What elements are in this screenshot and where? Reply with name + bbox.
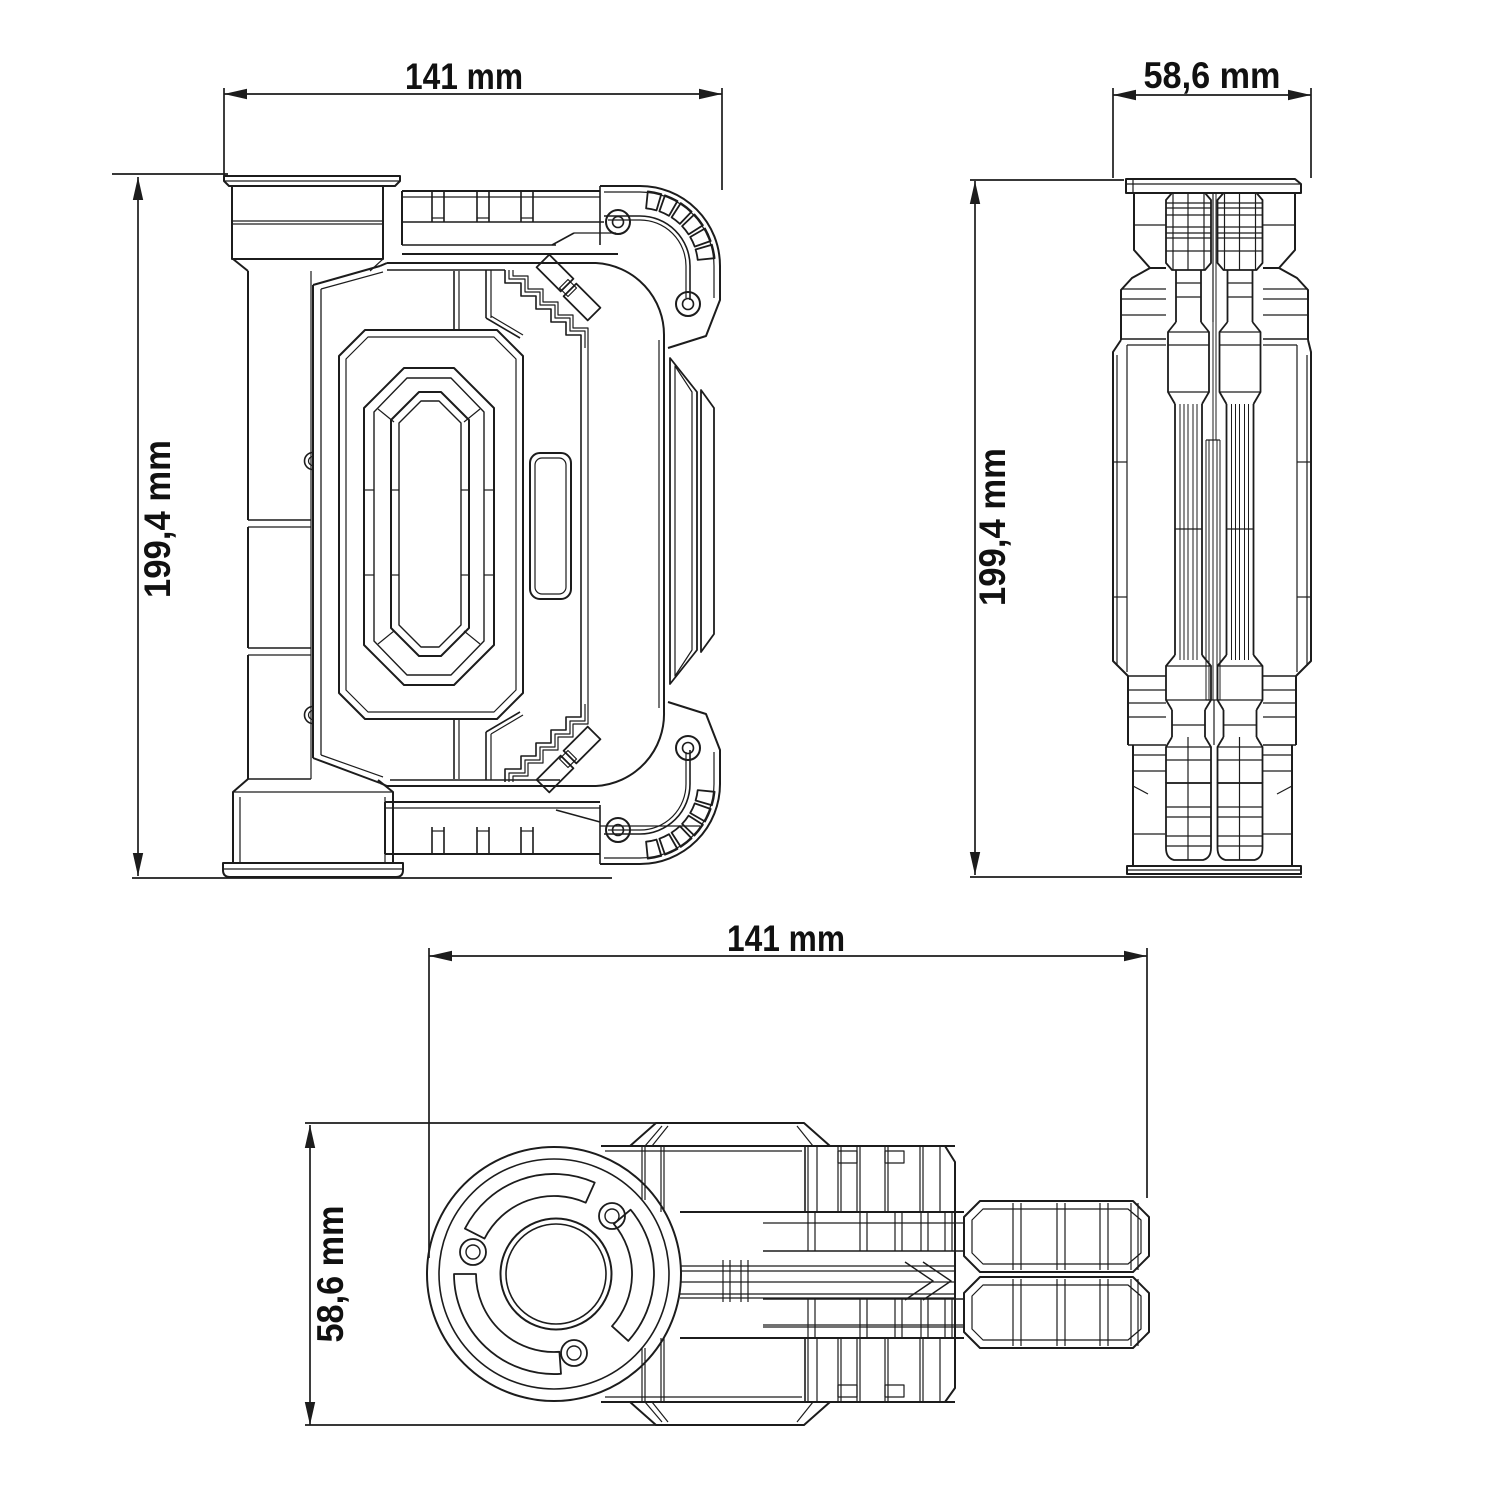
- svg-text:141 mm: 141 mm: [405, 56, 523, 97]
- svg-text:199,4 mm: 199,4 mm: [137, 440, 178, 598]
- svg-text:58,6 mm: 58,6 mm: [310, 1206, 351, 1343]
- svg-text:141 mm: 141 mm: [727, 918, 845, 959]
- svg-text:199,4 mm: 199,4 mm: [972, 448, 1013, 606]
- svg-text:58,6 mm: 58,6 mm: [1144, 55, 1281, 96]
